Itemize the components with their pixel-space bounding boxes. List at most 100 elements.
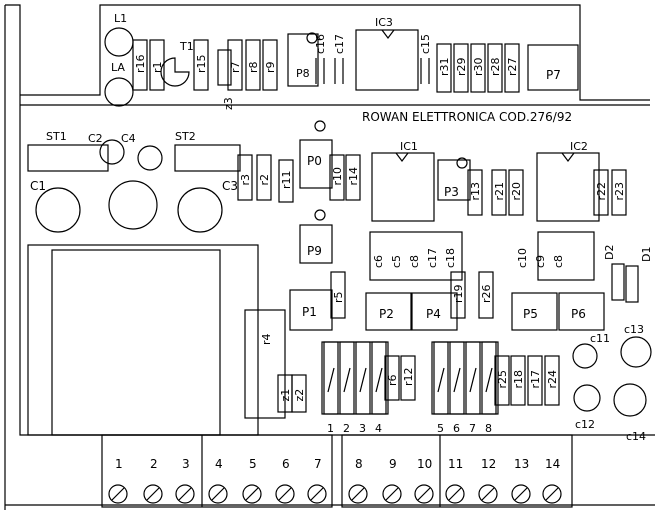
switch-group-1-number-1: 1: [327, 422, 334, 435]
trimmer-p9-knob: [314, 209, 326, 221]
resistor-z2: [291, 374, 307, 413]
resistor-r11: [278, 159, 294, 203]
resistor-r10: [329, 154, 345, 201]
ic2-body: [536, 152, 600, 222]
terminal-number-2: 2: [150, 457, 158, 471]
terminal-slot-11: [448, 487, 462, 501]
label-r16: r16: [134, 54, 147, 73]
resistor-r25: [494, 355, 510, 406]
terminal-number-4: 4: [215, 457, 223, 471]
label-c14: c14: [626, 430, 646, 443]
cap-c14: [613, 383, 647, 417]
label-c17: c17: [426, 248, 439, 268]
label-l1: L1: [114, 12, 127, 25]
terminal-screw-3: [175, 484, 195, 504]
terminal-number-6: 6: [282, 457, 290, 471]
cap-bank-2-frame: [537, 231, 595, 281]
terminal-number-3: 3: [182, 457, 190, 471]
switch-group-1-number-2: 2: [343, 422, 350, 435]
terminal-slot-10: [417, 487, 431, 501]
label-ic3: IC3: [375, 16, 393, 29]
ic1-body: [371, 152, 435, 222]
terminal-number-8: 8: [355, 457, 363, 471]
diode-d1: [625, 265, 639, 303]
label-r23: r23: [613, 182, 626, 201]
relay-p2: [365, 292, 412, 331]
resistor-r3: [237, 154, 253, 201]
label-p0: P0: [307, 154, 322, 168]
label-c3: C3: [222, 179, 238, 193]
label-r25: r25: [496, 370, 509, 389]
label-ic1: IC1: [400, 140, 418, 153]
transistor-t1: [160, 57, 190, 87]
diode-d2: [611, 263, 625, 301]
terminal-screw-7: [307, 484, 327, 504]
terminal-screw-12: [478, 484, 498, 504]
resistor-r13: [467, 169, 483, 216]
label-z2: z2: [293, 389, 306, 402]
label-r8: r8: [247, 61, 260, 73]
label-c16: c16: [314, 34, 327, 54]
relay-p1: [289, 289, 333, 331]
switch-group-1-lever-1: [327, 367, 335, 393]
label-p3: P3: [444, 185, 459, 199]
label-c1: C1: [30, 179, 46, 193]
label-r7: r7: [229, 61, 242, 73]
terminal-screw-5: [242, 484, 262, 504]
resistor-r9: [262, 39, 278, 91]
resistor-r23: [611, 169, 627, 216]
label-r22: r22: [595, 182, 608, 201]
label-r15: r15: [195, 54, 208, 73]
terminal-screw-10: [414, 484, 434, 504]
label-p5: P5: [523, 307, 538, 321]
label-p2: P2: [379, 307, 394, 321]
cap-c4: [137, 145, 163, 171]
label-r13: r13: [469, 182, 482, 201]
label-p9: P9: [307, 244, 322, 258]
terminal-number-5: 5: [249, 457, 257, 471]
trimmer-p3-knob: [456, 157, 468, 169]
switch-group-2-number-5: 5: [437, 422, 444, 435]
label-st1: ST1: [46, 130, 67, 143]
cap-c13: [620, 336, 652, 368]
terminal-slot-2: [146, 487, 160, 501]
resistor-r19: [450, 271, 466, 319]
resistor-r26: [478, 271, 494, 319]
terminal-number-14: 14: [545, 457, 560, 471]
inductor-la: [104, 77, 134, 107]
zener-z3-body: [217, 49, 232, 86]
resistor-r12: [400, 355, 416, 401]
trimmer-p0-knob: [314, 120, 326, 132]
label-r30: r30: [472, 57, 485, 76]
label-d1: D1: [640, 247, 653, 262]
switch-group-1-lever-2: [343, 367, 351, 393]
resistor-r24: [544, 355, 560, 406]
trimmer-p3: [437, 159, 471, 201]
terminal-slot-1: [111, 487, 125, 501]
label-r4: r4: [260, 333, 273, 345]
label-p1: P1: [302, 305, 317, 319]
switch-group-1-switch-3: [355, 341, 371, 415]
resistor-r15: [193, 39, 209, 91]
terminal-slot-13: [514, 487, 528, 501]
label-c12: c12: [575, 418, 595, 431]
resistor-r17: [527, 355, 543, 406]
terminal-block-1: [101, 434, 333, 508]
label-st2: ST2: [175, 130, 196, 143]
switch-group-1-number-3: 3: [359, 422, 366, 435]
terminal-slot-7: [310, 487, 324, 501]
label-c9: c9: [534, 255, 547, 268]
resistor-r22: [593, 169, 609, 216]
label-p6: P6: [571, 307, 586, 321]
resistor-r18: [510, 355, 526, 406]
label-r6: r6: [386, 374, 399, 386]
terminal-screw-13: [511, 484, 531, 504]
terminal-screw-1: [108, 484, 128, 504]
terminal-screw-11: [445, 484, 465, 504]
label-c17: c17: [333, 34, 346, 54]
label-r5: r5: [332, 291, 345, 303]
resistor-r31: [436, 43, 452, 93]
label-r18: r18: [512, 370, 525, 389]
terminal-slot-12: [481, 487, 495, 501]
